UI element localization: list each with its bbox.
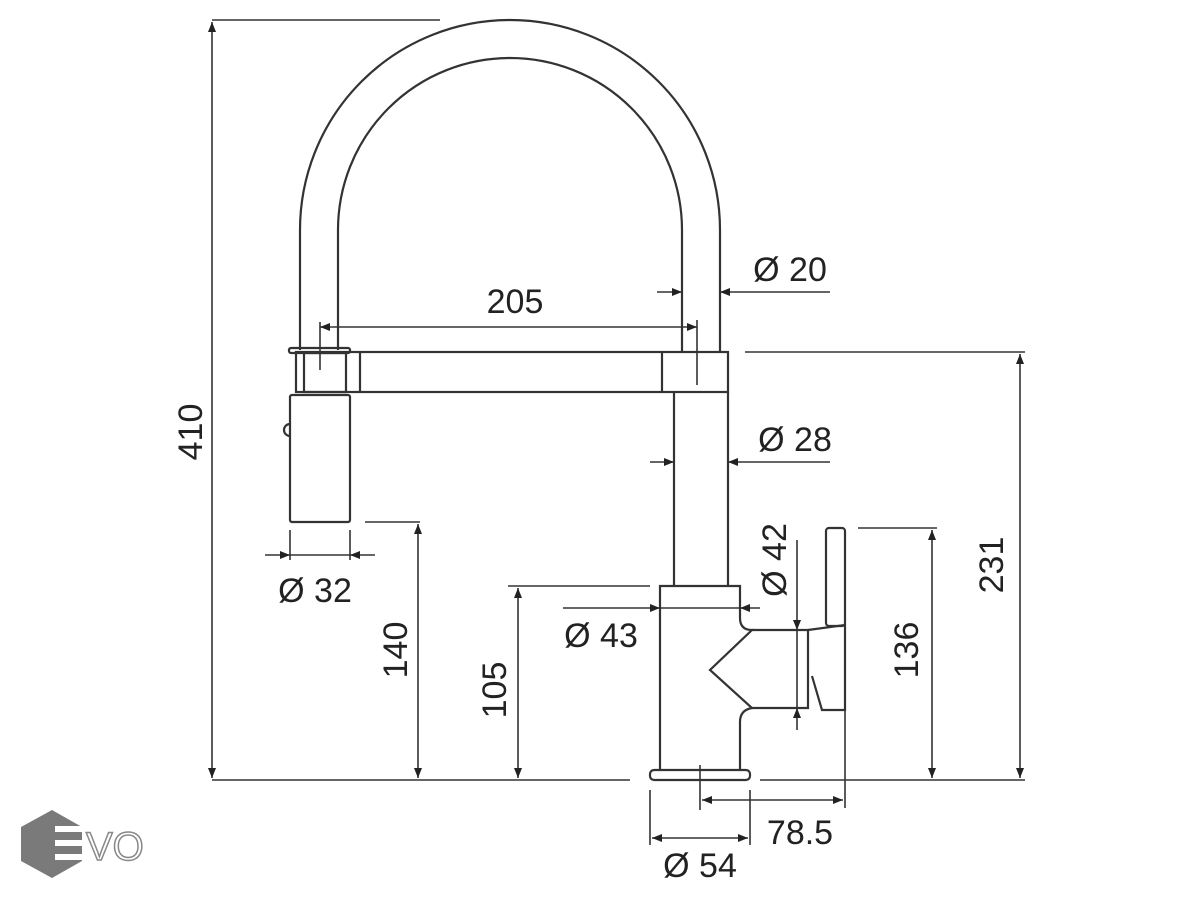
dim-total-height: 410: [172, 404, 210, 461]
dim-body-tube-diameter: Ø 28: [758, 421, 832, 459]
head-cap: [302, 351, 348, 394]
head-button: [282, 422, 291, 438]
dim-lever-offset: 78.5: [767, 814, 833, 852]
pull-out-head: [288, 393, 352, 524]
dim-base-body-height: 105: [476, 662, 514, 719]
dim-lever-height: 136: [888, 622, 926, 679]
dim-spout-tube-diameter: Ø 20: [753, 251, 827, 289]
evo-logo: VO: [21, 810, 145, 878]
dimension-lines: [208, 19, 1025, 845]
dim-spout-reach: 205: [487, 283, 544, 321]
dim-head-clearance: 140: [377, 622, 415, 679]
spout-horizontal: [294, 350, 730, 394]
dimension-labels: 410 205 Ø 20 Ø 28 231 Ø 32 140 105 Ø 43 …: [172, 251, 1011, 885]
spout-arc-outer: [298, 18, 722, 352]
handle-cylinder: [752, 628, 810, 710]
dim-handle-diameter: Ø 42: [756, 523, 794, 597]
faucet-body: [658, 584, 755, 770]
lever-bar: [824, 526, 847, 628]
dim-base-diameter: Ø 54: [663, 847, 737, 885]
logo-text: VO: [86, 825, 144, 869]
spout-arc-inner: [336, 56, 684, 352]
lever-cap: [807, 623, 847, 712]
dim-body-diameter: Ø 43: [564, 617, 638, 655]
dim-spout-height: 231: [973, 537, 1011, 594]
dim-head-diameter: Ø 32: [278, 572, 352, 610]
faucet-outline: [282, 18, 847, 782]
